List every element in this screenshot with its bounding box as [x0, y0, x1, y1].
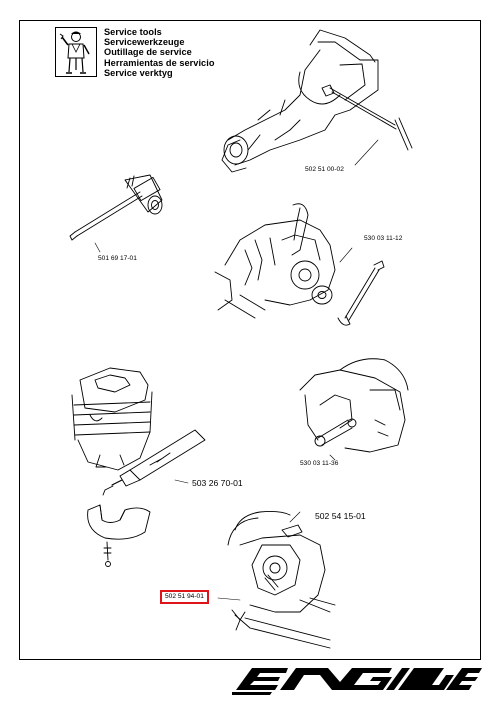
engine-logo [232, 660, 482, 696]
part-label-530-03-11-12: 530 03 11-12 [364, 235, 403, 242]
title-block: Service tools Servicewerkzeuge Outillage… [104, 27, 215, 78]
title-sv: Service verktyg [104, 67, 173, 78]
part-label-501-69-17-01: 501 69 17-01 [98, 255, 137, 262]
title-fr: Outillage de service [104, 47, 192, 58]
mechanic-icon [55, 27, 97, 77]
part-label-502-51-00-02: 502 51 00-02 [305, 166, 344, 173]
page-frame [19, 20, 481, 660]
title-es: Herramientas de servicio [104, 57, 215, 68]
title-en: Service tools [104, 27, 162, 37]
part-label-503-26-70-01: 503 26 70-01 [192, 478, 243, 488]
part-label-530-03-11-36: 530 03 11-36 [300, 460, 339, 467]
title-de: Servicewerkzeuge [104, 37, 185, 48]
part-label-502-54-15-01: 502 54 15-01 [315, 511, 366, 521]
part-label-502-51-94-01-highlighted[interactable]: 502 51 94-01 [160, 590, 209, 604]
